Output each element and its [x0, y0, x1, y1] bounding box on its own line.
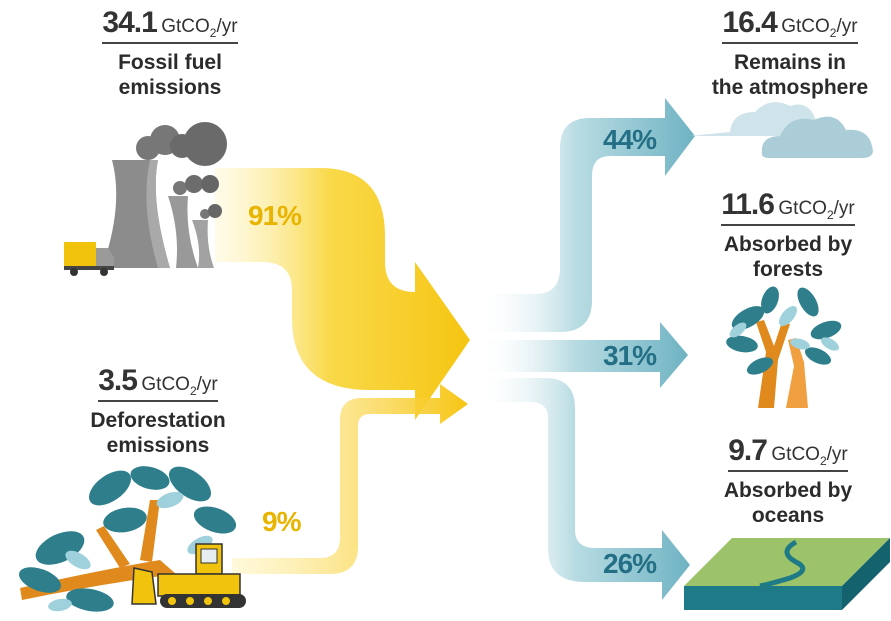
amount-fossil: 34.1 GtCO2/yr	[102, 6, 238, 44]
label-deforestation: Deforestation emissions	[90, 408, 226, 457]
amount-oceans: 9.7 GtCO2/yr	[728, 436, 848, 472]
share-fossil: 91%	[248, 200, 302, 231]
sink-oceans-block: 9.7 GtCO2/yr Absorbed by oceans	[698, 436, 878, 528]
tree-icon	[726, 286, 842, 408]
label-oceans: Absorbed by oceans	[723, 478, 853, 527]
amount-atmosphere: 16.4 GtCO2/yr	[722, 6, 858, 44]
amount-value: 34.1	[102, 6, 157, 39]
ocean-icon	[684, 538, 890, 610]
share-atmosphere: 44%	[603, 124, 657, 155]
amount-value: 11.6	[721, 188, 775, 221]
sink-flow-oceans	[478, 378, 690, 600]
amount-value: 3.5	[98, 364, 138, 397]
sink-forests-block: 11.6 GtCO2/yr Absorbed by forests	[698, 190, 878, 282]
amount-value: 9.7	[728, 434, 768, 467]
amount-forests: 11.6 GtCO2/yr	[721, 190, 855, 226]
amount-value: 16.4	[722, 6, 777, 39]
fallen-tree-icon	[18, 466, 237, 612]
bulldozer-icon	[131, 543, 246, 608]
share-oceans: 26%	[603, 548, 657, 579]
sink-flow-atmosphere	[478, 98, 695, 332]
label-atmosphere: Remains in the atmosphere	[711, 50, 869, 99]
share-forests: 31%	[603, 340, 657, 371]
source-deforestation-block: 3.5 GtCO2/yr Deforestation emissions	[68, 366, 248, 458]
amount-unit: GtCO2/yr	[778, 198, 855, 222]
share-deforestation: 9%	[262, 506, 301, 537]
amount-unit: GtCO2/yr	[161, 16, 238, 40]
amount-unit: GtCO2/yr	[771, 444, 848, 468]
amount-unit: GtCO2/yr	[781, 16, 858, 40]
amount-deforestation: 3.5 GtCO2/yr	[98, 366, 218, 402]
label-forests: Absorbed by forests	[723, 232, 853, 281]
source-fossil-block: 34.1 GtCO2/yr Fossil fuel emissions	[80, 8, 260, 100]
factory-icon	[102, 122, 227, 268]
truck-icon	[64, 242, 114, 276]
sink-atmosphere-block: 16.4 GtCO2/yr Remains in the atmosphere	[700, 8, 880, 100]
cloud-icon	[690, 102, 873, 158]
source-flow-fossil	[215, 168, 470, 420]
label-fossil: Fossil fuel emissions	[118, 50, 222, 99]
sink-flow-forests	[478, 322, 688, 388]
source-flow-deforestation	[232, 384, 468, 574]
amount-unit: GtCO2/yr	[141, 374, 218, 398]
